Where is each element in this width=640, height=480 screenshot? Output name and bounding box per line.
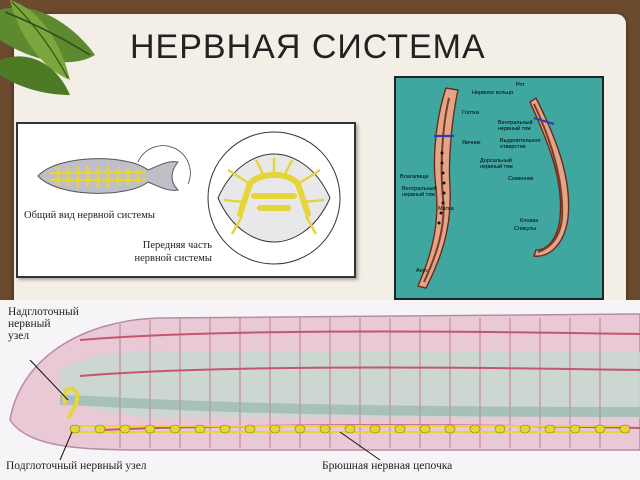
- label-anus: Анус: [416, 268, 429, 274]
- label-supra-line2: нервный: [8, 318, 51, 330]
- label-excretory-2: отверстие: [500, 144, 526, 150]
- label-excretory-1: Выделительное: [500, 138, 541, 144]
- slide-title: НЕРВНАЯ СИСТЕМА: [130, 28, 486, 66]
- planaria-body-illustration: [37, 131, 341, 265]
- label-seminal: Семенник: [508, 176, 534, 182]
- earthworm-figure: Надглоточный нервный узел Подглоточный н…: [0, 300, 640, 480]
- caption-front-line1: Передняя часть: [142, 240, 212, 251]
- label-dorsal-2: нервный тяж: [480, 164, 513, 170]
- label-pharynx: Глотка: [462, 110, 479, 116]
- label-vagina: Влагалище: [400, 174, 429, 180]
- caption-general-view: Общий вид нервной системы: [24, 210, 155, 221]
- label-ventral-mid-2: нервный тяж: [402, 192, 435, 198]
- caption-front-line2: нервной системы: [134, 253, 213, 264]
- label-uterus: Матка: [438, 206, 454, 212]
- label-supra-line3: узел: [8, 330, 30, 342]
- label-supra-line1: Надглоточный: [8, 306, 79, 318]
- label-subpharyngeal: Подглоточный нервный узел: [6, 460, 147, 472]
- label-cloaca: Клоака: [520, 218, 539, 224]
- label-ventral-top-2: нервный тяж: [498, 126, 531, 132]
- label-ventral-top-1: Вентральный: [498, 120, 533, 126]
- label-dorsal-1: Дорсальный: [480, 158, 512, 164]
- label-spicules: Спикулы: [514, 226, 537, 232]
- label-nerve-ring: Нервное кольцо: [472, 90, 514, 96]
- leaf-decoration-icon: [0, 0, 95, 95]
- planaria-figure: Общий вид нервной системы Передняя часть…: [16, 122, 356, 278]
- label-mouth: Рот: [516, 82, 525, 88]
- label-ventral-mid-1: Вентральный: [402, 186, 437, 192]
- label-ventral-chain: Брюшная нервная цепочка: [322, 460, 453, 472]
- label-ovary: Яичник: [462, 140, 481, 146]
- roundworm-body-illustration: [417, 87, 570, 289]
- earthworm-body-illustration: [9, 313, 640, 461]
- roundworm-figure: Рот Нервное кольцо Глотка Вентральный не…: [394, 76, 604, 300]
